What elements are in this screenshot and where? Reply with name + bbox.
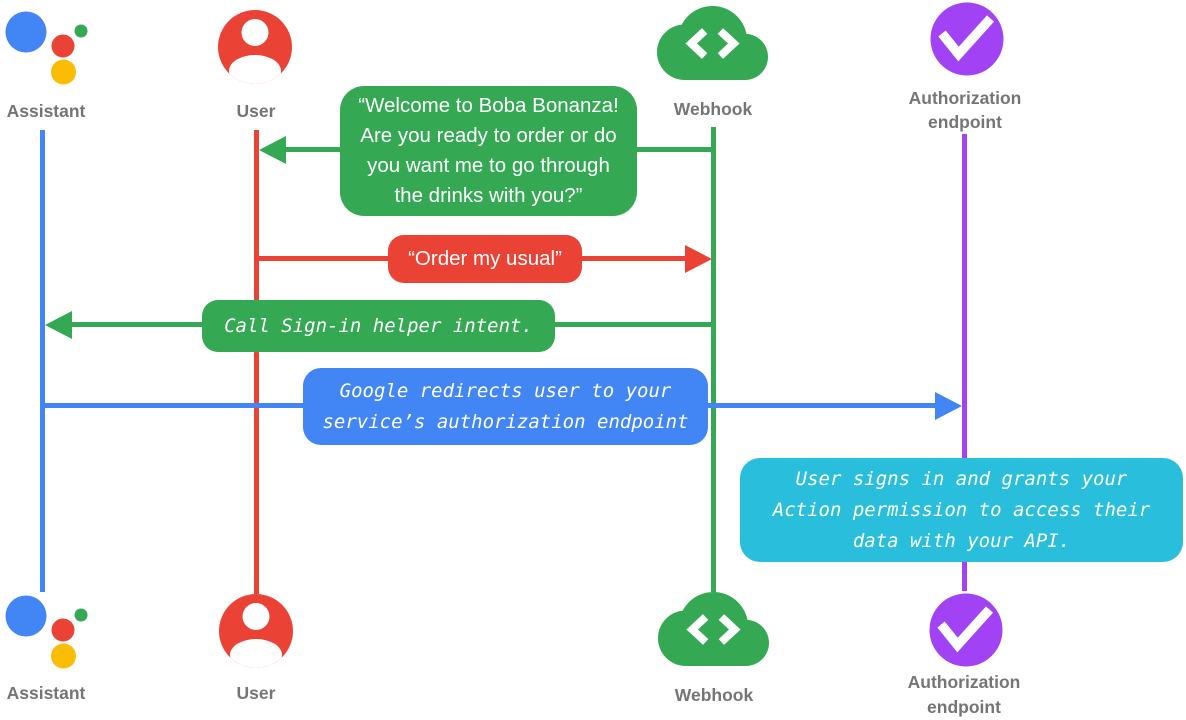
webhook-icon-top: [657, 6, 768, 85]
user-lifeline: [254, 130, 259, 594]
webhook-label-bottom: Webhook: [674, 685, 754, 705]
assistant-label-bottom: Assistant: [6, 683, 86, 703]
assistant-icon-top: [0, 8, 96, 93]
message-welcome: “Welcome to Boba Bonanza! Are you ready …: [340, 86, 637, 216]
webhook-lifeline: [711, 127, 716, 592]
note-user-grants-permission: User signs in and grants your Action per…: [740, 458, 1183, 562]
welcome-arrowhead-icon: [259, 136, 286, 164]
user-label-bottom: User: [236, 683, 276, 703]
assistant-label-top: Assistant: [6, 101, 86, 121]
redirect-arrowhead-icon: [935, 392, 962, 420]
order-arrowhead-icon: [685, 245, 712, 273]
authorization-endpoint-icon-top: [930, 2, 1004, 81]
signin-helper-arrowhead-icon: [45, 311, 72, 339]
assistant-lifeline: [40, 130, 45, 592]
assistant-icon-bottom: [0, 592, 96, 677]
message-order-my-usual: “Order my usual”: [388, 235, 582, 283]
authorization-endpoint-label-top: Authorization endpoint: [908, 88, 1022, 132]
authorization-endpoint-label-bottom: Authorization endpoint: [907, 672, 1021, 717]
authorization-endpoint-lifeline: [962, 134, 967, 591]
user-label-top: User: [236, 101, 276, 121]
authorization-endpoint-icon-bottom: [929, 593, 1003, 672]
user-icon-bottom: [219, 594, 293, 673]
message-signin-helper: Call Sign-in helper intent.: [202, 300, 555, 352]
user-icon-top: [218, 10, 292, 89]
message-redirect: Google redirects user to your service’s …: [303, 368, 708, 445]
webhook-label-top: Webhook: [673, 99, 753, 119]
webhook-icon-bottom: [658, 592, 769, 671]
